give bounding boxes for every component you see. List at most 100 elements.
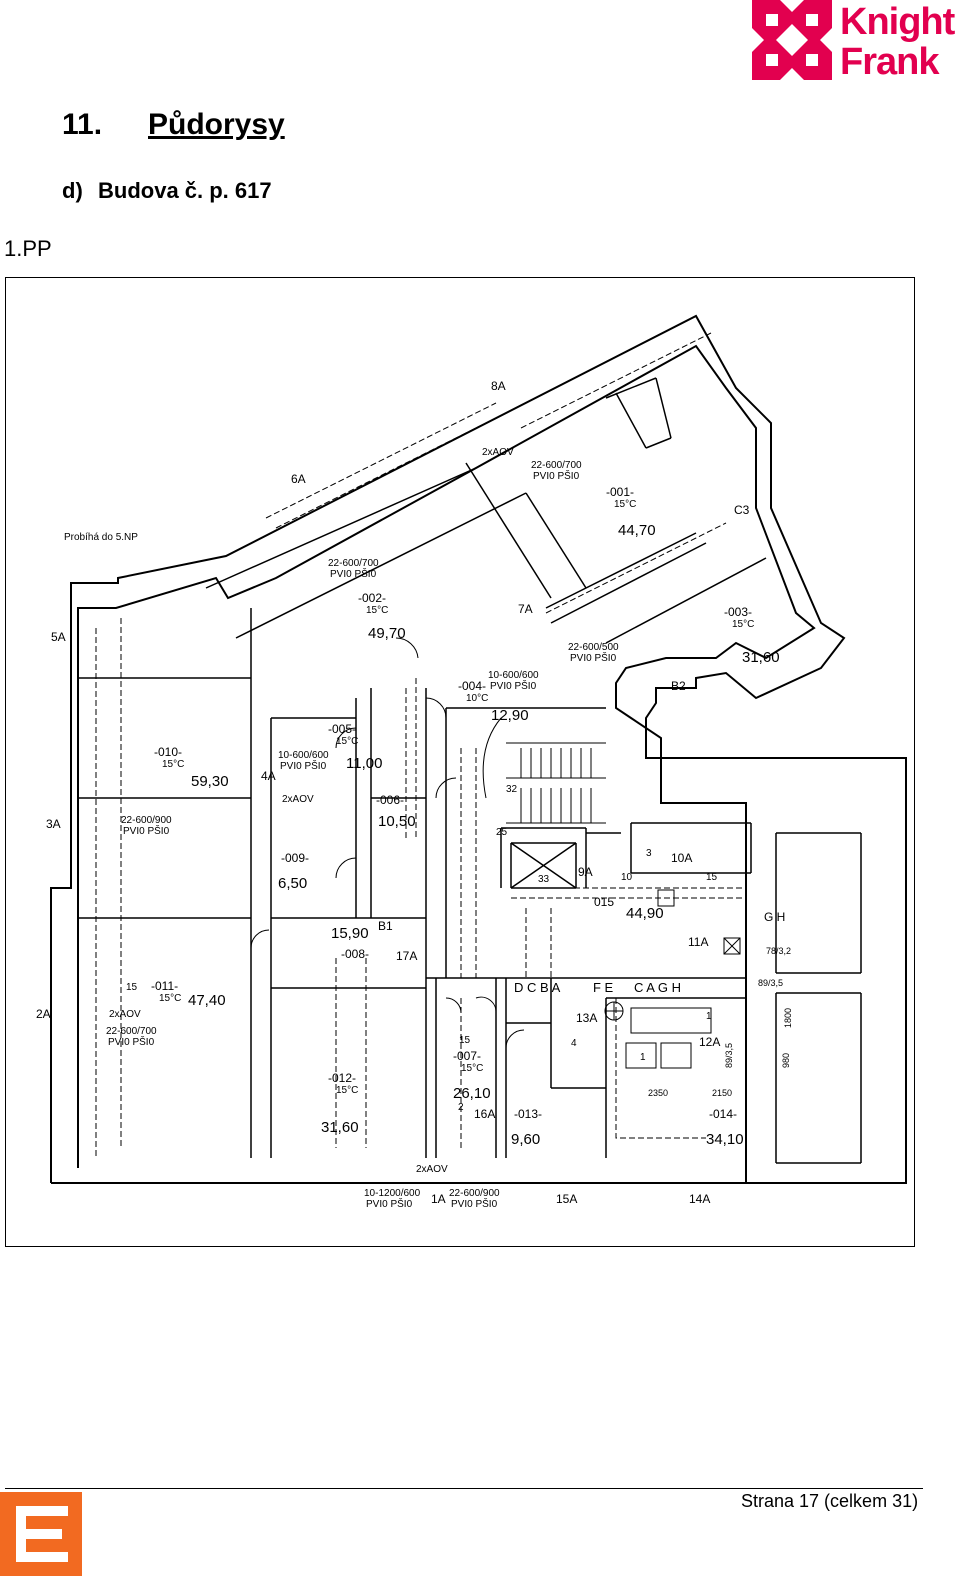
room-number: -002- xyxy=(358,591,386,605)
room-number: -010- xyxy=(154,745,182,759)
inner-walls xyxy=(78,377,862,1164)
dimension-label: 2350 xyxy=(648,1088,668,1098)
room-area: 26,10 xyxy=(453,1085,491,1102)
side-label: 1800 xyxy=(783,1008,793,1028)
label-gh: G H xyxy=(764,910,785,924)
marker-7a: 7A xyxy=(518,602,533,616)
room-number: -013- xyxy=(514,1107,542,1121)
marker-17a: 17A xyxy=(396,949,417,963)
door-swings xyxy=(250,637,525,1049)
marker-14a: 14A xyxy=(689,1192,710,1206)
footer-divider xyxy=(5,1488,923,1489)
radiator-valve: PVI0 PŠI0 xyxy=(451,1197,498,1210)
room-number: -008- xyxy=(341,947,369,961)
room-number: 015 xyxy=(594,895,614,909)
plan-number: 4 xyxy=(571,1038,577,1049)
room-area: 59,30 xyxy=(191,773,229,790)
room-area: 10,50 xyxy=(378,813,416,830)
heating-lines xyxy=(95,332,746,1158)
marker-2a: 2A xyxy=(36,1007,51,1021)
room-area: 49,70 xyxy=(368,625,406,642)
radiator-valve: PVI0 PŠI0 xyxy=(366,1197,413,1210)
distribution-letters: C A G H xyxy=(634,980,681,995)
room-area: 34,10 xyxy=(706,1131,744,1148)
marker-10a: 10A xyxy=(671,851,692,865)
dimension-label: 2150 xyxy=(712,1088,732,1098)
radiator-spec: 10-1200/600 xyxy=(364,1188,421,1199)
radiator-valve: PVI0 PŠI0 xyxy=(108,1035,155,1048)
plan-number: 10 xyxy=(621,872,633,883)
room-number: -005- xyxy=(328,722,356,736)
subsection-letter: d) xyxy=(62,178,83,203)
marker-9a: 9A xyxy=(578,865,593,879)
room-temperature: 15°C xyxy=(614,499,636,510)
building-outline xyxy=(50,314,907,1184)
side-label: 980 xyxy=(781,1053,791,1068)
radiator-spec: 22-600/500 xyxy=(568,642,619,653)
marker-b1: B1 xyxy=(378,919,393,933)
marker-15a: 15A xyxy=(556,1192,577,1206)
room-temperature: 15°C xyxy=(336,1085,358,1096)
room-number: -011- xyxy=(151,979,178,993)
floor-plan-drawing: -001-15°C44,70-002-15°C49,70-003-15°C31,… xyxy=(36,314,907,1210)
radiator-spec: 22-600/700 xyxy=(531,460,582,471)
marker-5a: 5A xyxy=(51,630,66,644)
plan-number: 15 xyxy=(459,1035,471,1046)
cez-logo xyxy=(0,1492,82,1576)
logo-line-1: Knight xyxy=(840,1,955,43)
logo-line-2: Frank xyxy=(840,41,939,83)
side-label: 89/3,5 xyxy=(758,978,783,988)
marker-4a: 4A xyxy=(261,769,276,783)
room-area: 47,40 xyxy=(188,992,226,1009)
room-temperature: 15°C xyxy=(366,605,388,616)
room-number: -012- xyxy=(328,1071,356,1085)
label-probiha: Probíhá do 5.NP xyxy=(64,532,138,543)
room-number: -001- xyxy=(606,485,634,499)
room-area: 6,50 xyxy=(278,875,307,892)
page-number: Strana 17 (celkem 31) xyxy=(741,1491,919,1511)
room-area: 11,00 xyxy=(346,755,382,772)
knight-frank-logo: Knight Frank xyxy=(752,0,960,83)
room-area: 15,90 xyxy=(331,925,369,942)
room-area: 44,70 xyxy=(618,522,656,539)
room-area: 31,60 xyxy=(742,649,780,666)
floor-label: 1.PP xyxy=(4,236,52,261)
marker-13a: 13A xyxy=(576,1011,597,1025)
marker-3a: 3A xyxy=(46,817,61,831)
room-area: 44,90 xyxy=(626,905,664,922)
radiator-spec: 22-600/700 xyxy=(328,558,379,569)
distribution-letters: D C B A xyxy=(514,980,561,995)
marker-c3: C3 xyxy=(734,503,750,517)
plan-number: 15 xyxy=(706,872,718,883)
room-number: -009- xyxy=(281,851,309,865)
marker-12a: 12A xyxy=(699,1035,720,1049)
radiator-spec: 10-600/600 xyxy=(488,670,539,681)
room-number: -007- xyxy=(453,1049,481,1063)
radiator-valve: PVI0 PŠI0 xyxy=(330,567,377,580)
plan-labels: -001-15°C44,70-002-15°C49,70-003-15°C31,… xyxy=(36,379,793,1210)
section-title: Půdorysy xyxy=(148,108,285,141)
radiator-valve: PVI0 PŠI0 xyxy=(533,469,580,482)
room-area: 9,60 xyxy=(511,1131,540,1148)
plan-number: 1 xyxy=(706,1011,712,1022)
room-temperature: 15°C xyxy=(461,1063,483,1074)
radiator-spec: 22-600/700 xyxy=(106,1026,157,1037)
aov-label: 2xAOV xyxy=(482,447,514,458)
radiator-spec: 22-600/900 xyxy=(449,1188,500,1199)
aov-label: 2xAOV xyxy=(109,1009,141,1020)
radiator-valve: PVI0 PŠI0 xyxy=(123,824,170,837)
plan-number: 2 xyxy=(458,1102,464,1113)
marker-6a: 6A xyxy=(291,472,306,486)
room-area: 31,60 xyxy=(321,1119,359,1136)
room-temperature: 15°C xyxy=(159,993,181,1004)
radiator-spec: 10-600/600 xyxy=(278,750,329,761)
aov-label: 2xAOV xyxy=(282,794,314,805)
plan-number: 3 xyxy=(646,848,652,859)
plan-number: 33 xyxy=(538,874,550,885)
room-area: 12,90 xyxy=(491,707,529,724)
knight-frank-logo-mark xyxy=(752,0,832,80)
marker-b2: B2 xyxy=(671,679,686,693)
radiator-valve: PVI0 PŠI0 xyxy=(490,679,537,692)
equipment xyxy=(604,889,741,1069)
